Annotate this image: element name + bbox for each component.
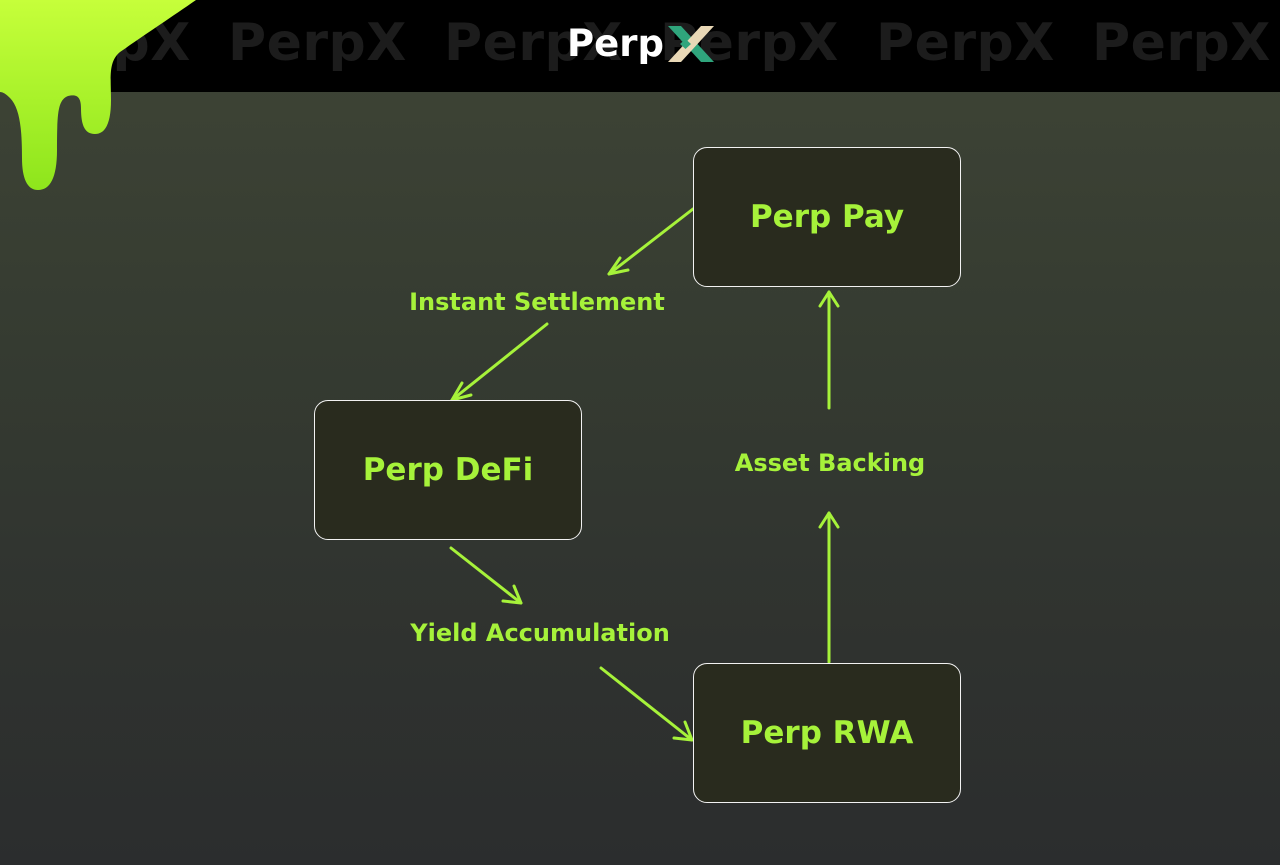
watermark-text: PerpX (876, 13, 1055, 73)
edge-label-asset-backing: Asset Backing (734, 449, 926, 477)
slime-drip-decoration (0, 0, 196, 190)
arrow-pay-to-settlement (607, 207, 695, 276)
brand-logo: Perp (567, 20, 714, 68)
node-perp-pay: Perp Pay (693, 147, 961, 287)
node-perp-rwa: Perp RWA (693, 663, 961, 803)
brand-name: Perp (567, 22, 664, 65)
node-perp-defi-label: Perp DeFi (362, 452, 534, 488)
arrow-yield-to-rwa (599, 666, 694, 742)
arrow-backing-to-pay (818, 290, 840, 410)
watermark-text: PerpX (444, 13, 623, 73)
arrow-defi-to-yield (449, 546, 523, 605)
edge-label-instant-settlement: Instant Settlement (409, 288, 665, 316)
node-perp-rwa-label: Perp RWA (740, 715, 914, 751)
watermark-text: PerpX (228, 13, 407, 73)
arrow-settlement-to-defi (450, 322, 549, 402)
edge-label-yield-accumulation: Yield Accumulation (410, 619, 670, 647)
arrow-rwa-to-backing (818, 511, 840, 664)
watermark-text: PerpX (1092, 13, 1271, 73)
node-perp-pay-label: Perp Pay (749, 199, 905, 235)
node-perp-defi: Perp DeFi (314, 400, 582, 540)
perpx-x-logo-icon (667, 26, 714, 62)
